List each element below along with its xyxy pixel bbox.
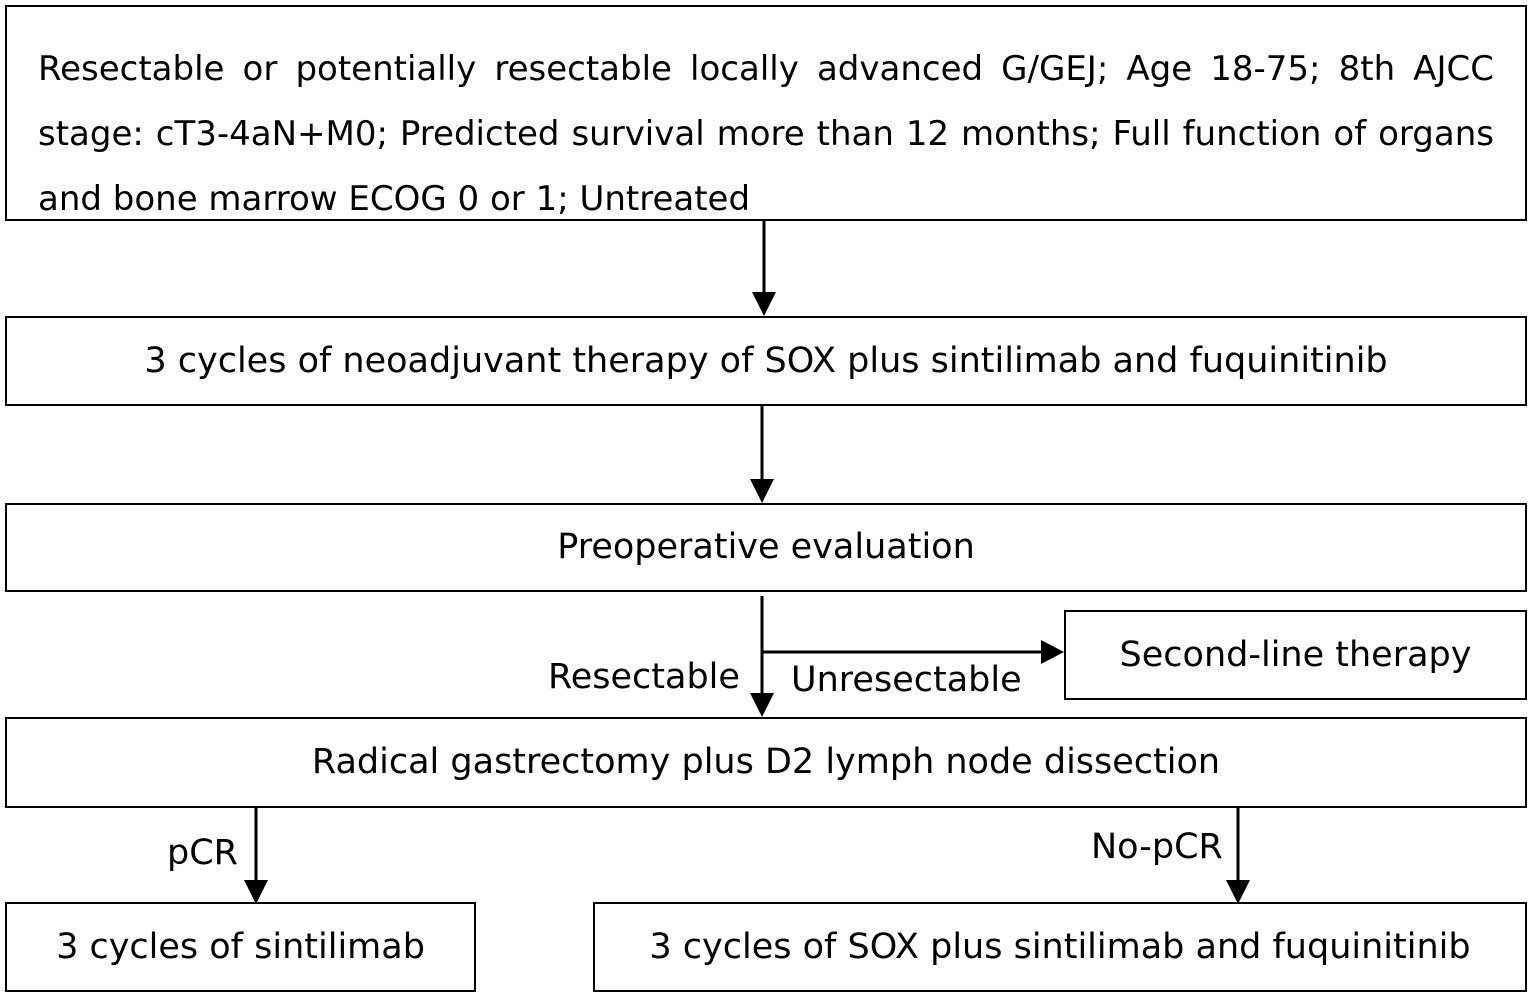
second-line-therapy-box: Second-line therapy — [1064, 610, 1527, 700]
no-pcr-therapy-box: 3 cycles of SOX plus sintilimab and fuqu… — [593, 902, 1527, 992]
surgery-text: Radical gastrectomy plus D2 lymph node d… — [311, 742, 1221, 782]
second-line-therapy-text: Second-line therapy — [1119, 634, 1472, 675]
no-pcr-therapy-text: 3 cycles of SOX plus sintilimab and fuqu… — [649, 926, 1471, 967]
preoperative-evaluation-box: Preoperative evaluation — [5, 503, 1527, 592]
arrowhead-icon — [1041, 640, 1064, 664]
pcr-therapy-box: 3 cycles of sintilimab — [5, 902, 476, 992]
preoperative-evaluation-text: Preoperative evaluation — [557, 527, 975, 567]
resectable-label: Resectable — [548, 657, 740, 697]
neoadjuvant-therapy-box: 3 cycles of neoadjuvant therapy of SOX p… — [5, 316, 1527, 406]
unresectable-label: Unresectable — [791, 660, 1022, 700]
eligibility-criteria-box: Resectable or potentially resectable loc… — [5, 5, 1527, 221]
arrowhead-icon — [244, 880, 268, 904]
pcr-label: pCR — [167, 833, 238, 873]
neoadjuvant-therapy-text: 3 cycles of neoadjuvant therapy of SOX p… — [144, 340, 1388, 381]
pcr-therapy-text: 3 cycles of sintilimab — [56, 926, 425, 967]
eligibility-criteria-text: Resectable or potentially resectable loc… — [38, 49, 1494, 219]
arrowhead-icon — [1226, 880, 1250, 904]
surgery-box: Radical gastrectomy plus D2 lymph node d… — [5, 717, 1527, 808]
no-pcr-label: No-pCR — [1091, 827, 1223, 867]
arrowhead-icon — [750, 479, 774, 503]
arrowhead-icon — [750, 693, 774, 717]
arrowhead-icon — [752, 292, 776, 316]
